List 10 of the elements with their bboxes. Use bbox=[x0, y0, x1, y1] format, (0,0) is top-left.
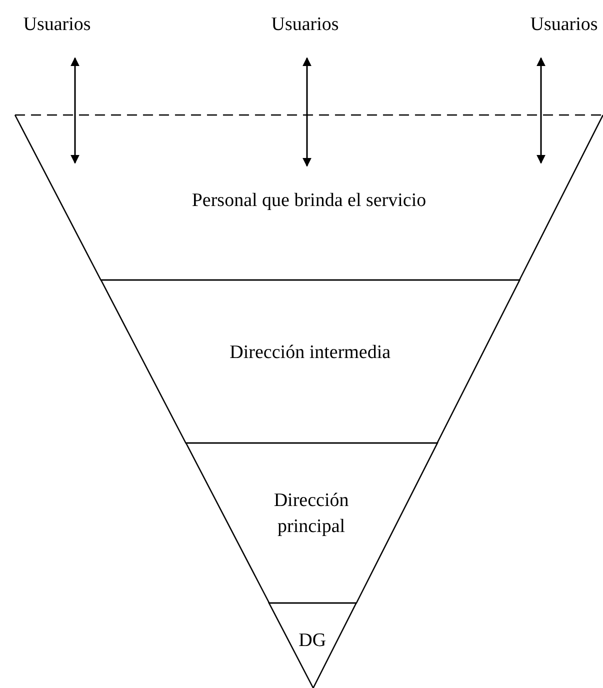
band-label: DG bbox=[298, 629, 328, 653]
band-label: Dirección principal bbox=[272, 489, 350, 539]
double-arrow bbox=[302, 57, 312, 167]
band-label: Personal que brinda el servicio bbox=[190, 189, 428, 213]
user-label: Usuarios bbox=[18, 14, 96, 40]
double-arrow bbox=[70, 57, 80, 164]
user-label: Usuarios bbox=[525, 14, 603, 40]
double-arrow bbox=[536, 57, 546, 164]
user-label: Usuarios bbox=[266, 14, 344, 40]
band-label: Dirección intermedia bbox=[228, 341, 392, 365]
